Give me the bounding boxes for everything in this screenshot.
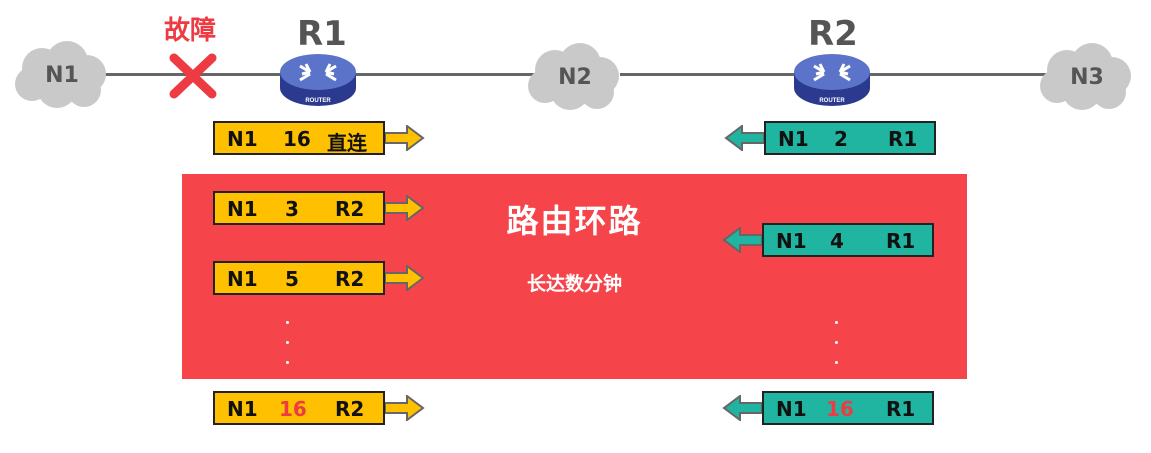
route-metric: 2 (834, 127, 848, 151)
cloud-icon (1040, 43, 1131, 110)
network-label: N3 (1070, 64, 1104, 90)
arrow-right-icon (385, 395, 425, 421)
route-entry-box: N1 5 R2 (213, 261, 385, 295)
r1-route-entry: N1 3 R2 (213, 189, 425, 227)
network-label: N1 (45, 62, 79, 88)
cloud-icon (528, 43, 619, 110)
route-via: R1 (886, 229, 916, 253)
route-entry-box: N1 16 R2 (213, 391, 385, 425)
router-r2: ROUTER (792, 48, 872, 112)
network-n3-cloud: N3 (1037, 40, 1137, 114)
route-entry-box: N1 4 R1 (762, 223, 934, 257)
routing-loop-subtitle: 长达数分钟 (526, 273, 622, 295)
route-entry-box: N1 3 R2 (213, 191, 385, 225)
route-net: N1 (227, 127, 258, 151)
route-net: N1 (227, 267, 258, 291)
r1-route-entry-initial: N1 16 直连 (213, 119, 425, 157)
fault-x-icon (169, 53, 217, 99)
arrow-left-icon (724, 125, 764, 151)
route-entry-box: N1 16 直连 (213, 121, 385, 155)
arrow-right-icon (385, 265, 425, 291)
r2-route-entry: N1 4 R1 (722, 221, 934, 259)
route-via: R2 (335, 267, 365, 291)
route-net: N1 (776, 397, 807, 421)
arrow-left-icon (722, 395, 762, 421)
route-net: N1 (778, 127, 809, 151)
router-device-label: ROUTER (305, 98, 331, 104)
link-r2-n3 (860, 73, 1050, 76)
continuation-dots (286, 321, 292, 381)
arrow-right-icon (385, 195, 425, 221)
r2-route-entry-final: N1 16 R1 (722, 389, 934, 427)
route-entry-box: N1 16 R1 (762, 391, 934, 425)
network-n1-cloud: N1 (12, 38, 112, 112)
route-metric: 16 (826, 397, 854, 421)
router-icon: ROUTER (280, 54, 356, 106)
router-r1: ROUTER (278, 48, 358, 112)
route-net: N1 (776, 229, 807, 253)
router-r2-name: R2 (808, 14, 858, 54)
route-net: N1 (227, 397, 258, 421)
route-metric: 16 (279, 397, 307, 421)
route-metric: 5 (285, 267, 299, 291)
link-r1-n2 (350, 73, 540, 76)
fault-label: 故障 (164, 16, 217, 46)
link-n2-r2 (620, 73, 810, 76)
route-via: R2 (335, 197, 365, 221)
router-device-label: ROUTER (819, 98, 845, 104)
route-metric: 16 (283, 127, 311, 151)
arrow-right-icon (385, 125, 425, 151)
cloud-icon (15, 41, 106, 108)
route-via: R1 (886, 397, 916, 421)
network-n2-cloud: N2 (525, 40, 625, 114)
router-icon: ROUTER (794, 54, 870, 106)
arrow-left-icon (722, 227, 762, 253)
continuation-dots (835, 321, 841, 381)
route-metric: 3 (285, 197, 299, 221)
router-r1-name: R1 (297, 14, 347, 54)
route-net: N1 (227, 197, 258, 221)
route-via: R2 (335, 397, 365, 421)
network-label: N2 (558, 64, 592, 90)
route-via: 直连 (327, 131, 367, 155)
r1-route-entry-final: N1 16 R2 (213, 389, 425, 427)
r1-route-entry: N1 5 R2 (213, 259, 425, 297)
route-metric: 4 (830, 229, 844, 253)
route-via: R1 (888, 127, 918, 151)
route-entry-box: N1 2 R1 (764, 121, 936, 155)
r2-route-entry-initial: N1 2 R1 (724, 119, 936, 157)
link-n1-r1 (105, 73, 300, 76)
routing-loop-title: 路由环路 (506, 202, 643, 240)
